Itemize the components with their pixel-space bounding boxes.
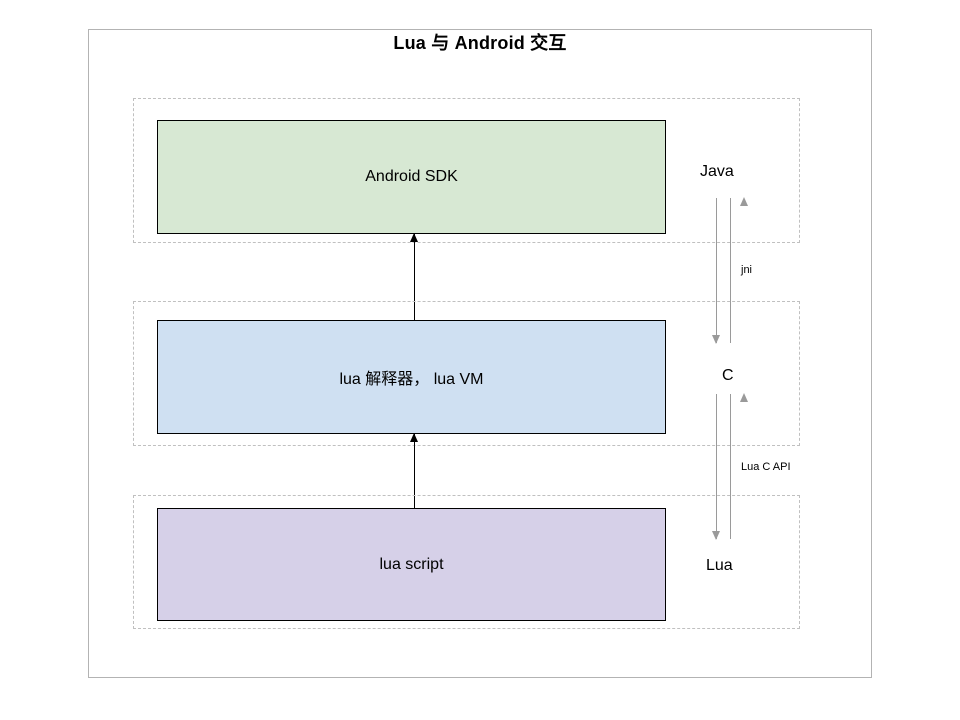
connector-vm-to-sdk: [410, 233, 418, 320]
arrow-pair-jni: [712, 197, 748, 344]
box-lua-script-label: lua script: [379, 555, 444, 573]
arrowhead-down-icon: [712, 531, 720, 540]
arrowhead-up-icon: [410, 233, 418, 242]
arrow-up-icon: [730, 197, 748, 343]
arrow-down-icon: [712, 198, 720, 344]
stack-label-lua: Lua: [706, 557, 733, 574]
layer-band-lua: [133, 495, 800, 629]
stack-label-c: C: [722, 367, 734, 384]
stack-label-java: Java: [700, 163, 734, 180]
arrowhead-up-icon: [410, 433, 418, 442]
page-title: Lua 与 Android 交互: [393, 33, 567, 53]
edge-label-lua-c-api: Lua C API: [741, 461, 791, 473]
layer-band-java: [133, 98, 800, 243]
arrowhead-up-icon: [740, 393, 748, 402]
box-android-sdk[interactable]: Android SDK: [157, 120, 666, 234]
box-android-sdk-label: Android SDK: [365, 168, 458, 185]
arrow-down-icon: [712, 394, 720, 540]
box-lua-script[interactable]: lua script: [157, 508, 666, 621]
box-lua-vm-label: lua 解释器， lua VM: [339, 371, 484, 388]
arrowhead-up-icon: [740, 197, 748, 206]
edge-label-jni: jni: [741, 264, 753, 276]
box-lua-vm[interactable]: lua 解释器， lua VM: [157, 320, 666, 434]
arrow-pair-lua-c-api: [712, 393, 748, 540]
arrowhead-down-icon: [712, 335, 720, 344]
arrow-up-icon: [730, 393, 748, 539]
connector-script-to-vm: [410, 433, 418, 508]
layer-band-c: [133, 301, 800, 446]
